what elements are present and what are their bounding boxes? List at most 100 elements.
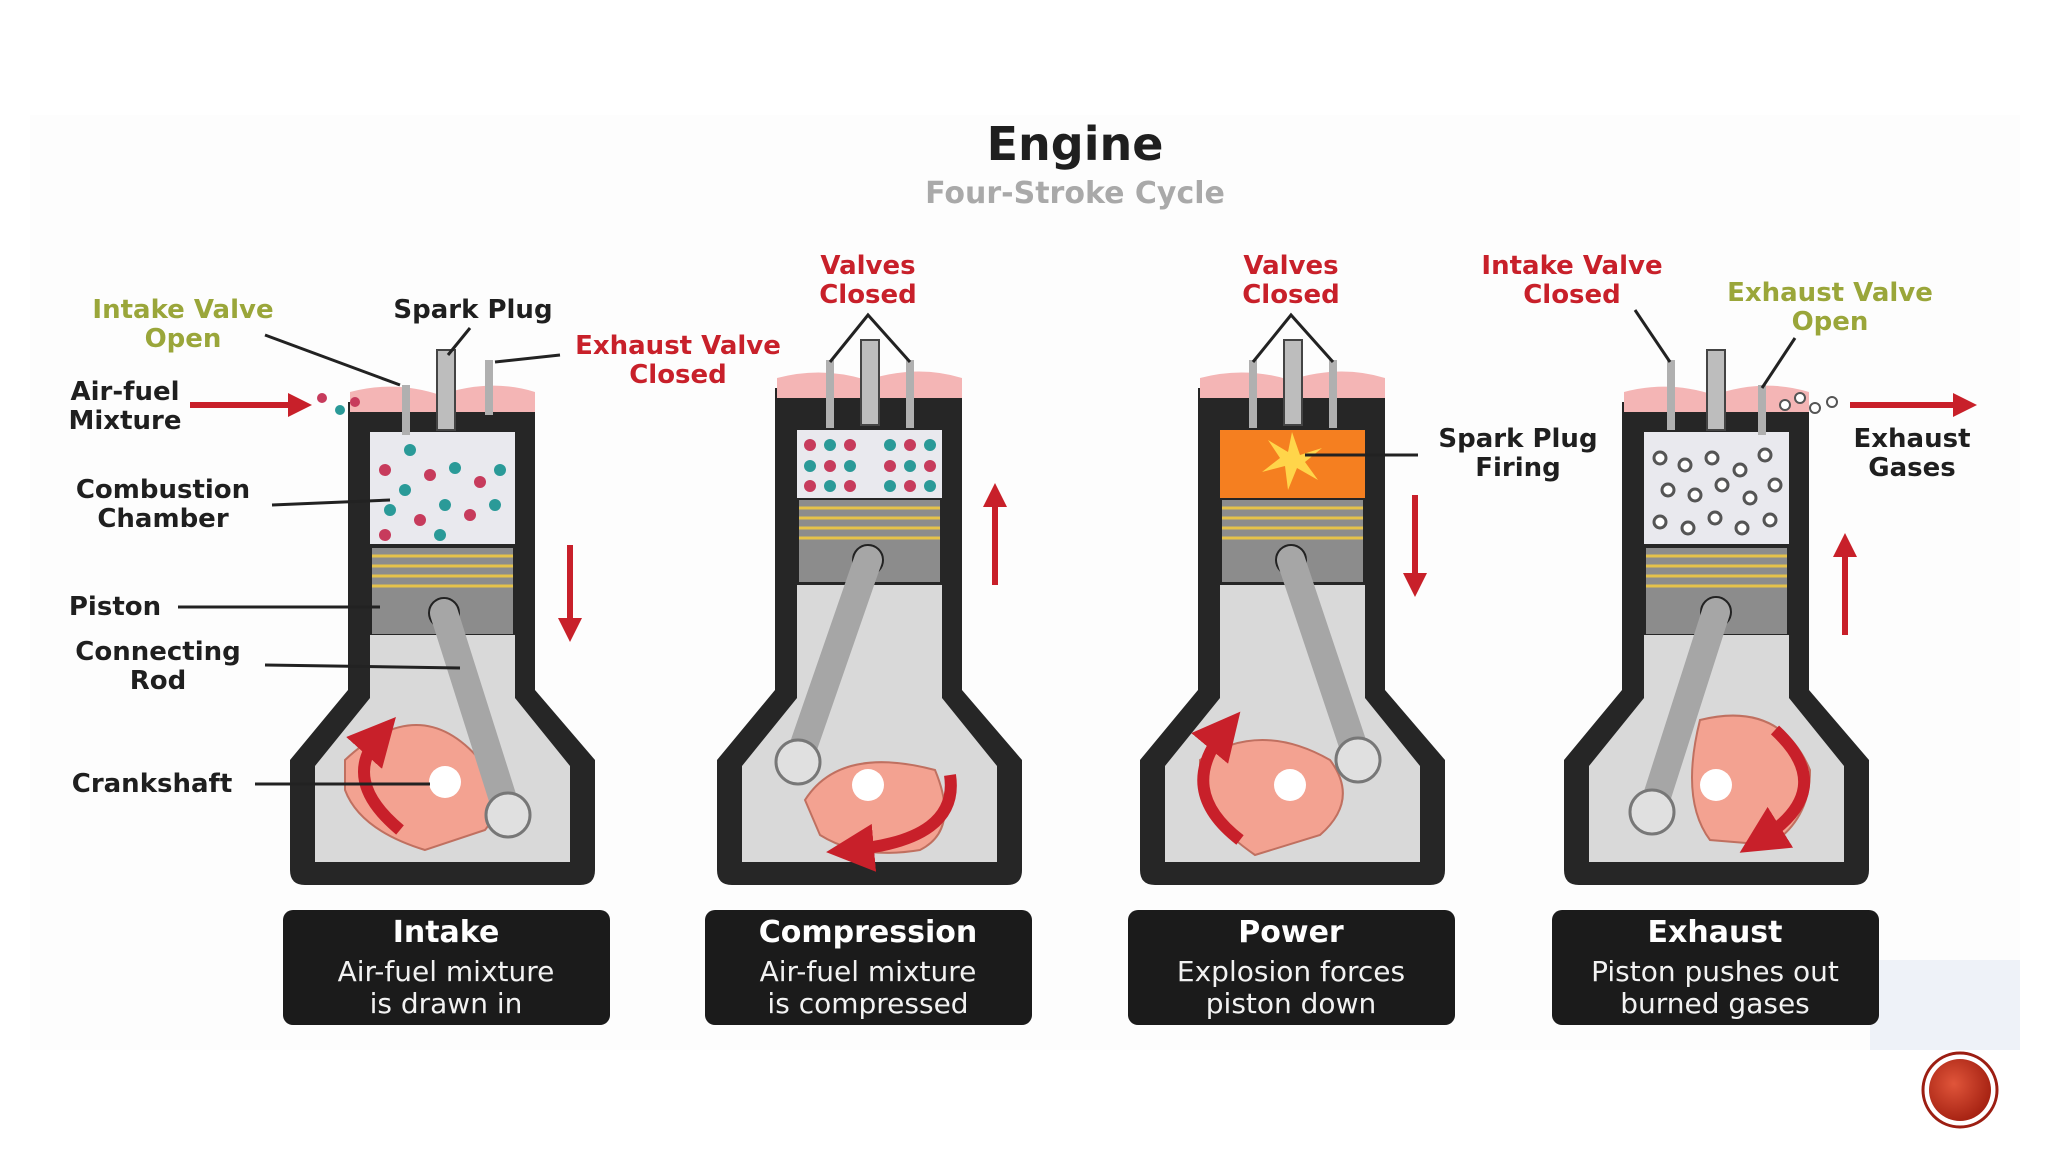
stroke-desc-line1: Air-fuel mixture [760, 955, 977, 988]
rotation-arrow [826, 774, 957, 872]
piston-rings [1222, 506, 1363, 540]
piston-rings [1646, 554, 1787, 588]
label-exhaust-valve-closed-1: Exhaust Valve [575, 331, 781, 361]
stroke-desc-line2: is compressed [767, 987, 968, 1020]
diagram-subtitle: Four-Stroke Cycle [925, 176, 1225, 211]
spark-plug [436, 349, 456, 431]
leader-valves-3 [1251, 312, 1335, 363]
label-exhaust-valve-open-2: Open [1792, 307, 1869, 337]
combustion-chamber [370, 432, 515, 544]
stroke-desc-line2: piston down [1206, 987, 1376, 1020]
stroke-name: Compression [759, 915, 977, 950]
connecting-rod [430, 599, 522, 829]
engine-intake: Intake Air-fuel mixture is drawn in [283, 349, 610, 1025]
diagram-title: Engine [987, 117, 1164, 171]
label-valves-closed-2-b: Closed [819, 280, 917, 310]
crank-pin [774, 738, 822, 786]
slide-nav-button[interactable] [1921, 1051, 1999, 1129]
intake-valve [826, 360, 834, 428]
exhaust-valve [1758, 385, 1766, 435]
connecting-rod [784, 546, 882, 776]
incoming-particles [317, 393, 360, 415]
crank-center [852, 769, 884, 801]
spark-plug [860, 339, 880, 426]
label-rod-2: Rod [130, 666, 187, 696]
label-rod-1: Connecting [75, 637, 240, 667]
label-valves-closed-3-b: Closed [1242, 280, 1340, 310]
image-panel-shade [1870, 960, 2020, 1050]
label-combustion-2: Chamber [97, 504, 228, 534]
connecting-rod [1277, 546, 1372, 774]
label-valves-closed-3-a: Valves [1243, 251, 1338, 281]
label-exhaust-valve-closed-2: Closed [629, 360, 727, 390]
spark-flash [1262, 432, 1322, 490]
label-exhaust-gases-1: Exhaust [1854, 424, 1971, 454]
spark-plug [1706, 349, 1726, 431]
stroke-name: Intake [393, 915, 500, 950]
record-icon [1929, 1059, 1991, 1121]
leader-combustion [271, 498, 391, 507]
combustion-chamber [797, 430, 942, 498]
stroke-desc-line1: Explosion forces [1177, 955, 1405, 988]
label-exhaust-valve-open-1: Exhaust Valve [1727, 278, 1933, 308]
stroke-box-power [1128, 910, 1455, 1025]
label-intake-valve-closed-2: Closed [1523, 280, 1621, 310]
label-spark-plug: Spark Plug [393, 295, 552, 325]
label-intake-valve-open-1: Intake Valve [92, 295, 273, 325]
label-exhaust-gases-2: Gases [1868, 453, 1955, 483]
piston-rings [799, 506, 940, 540]
crank-pin [1334, 736, 1382, 784]
exhaust-valve [906, 360, 914, 428]
label-crankshaft: Crankshaft [72, 769, 233, 799]
leader-rod [264, 663, 461, 670]
leader-spark-plug [446, 327, 472, 356]
stroke-box-intake [283, 910, 610, 1025]
leader-intake-valve [264, 333, 401, 387]
burned-gas-particles [1652, 447, 1783, 536]
rotation-arrow [1191, 711, 1244, 845]
stroke-desc-line1: Piston pushes out [1591, 955, 1839, 988]
exhaust-valve [485, 360, 493, 415]
leader-valves-2 [828, 312, 912, 363]
stroke-name: Power [1238, 915, 1344, 950]
intake-valve [1667, 360, 1675, 430]
exhaust-valve [1329, 360, 1337, 428]
outgoing-gas-particles [1779, 392, 1838, 414]
crank-center [1274, 769, 1306, 801]
engine-exhaust: Exhaust Piston pushes out burned gases [1552, 349, 1879, 1025]
stroke-desc-line1: Air-fuel mixture [338, 955, 555, 988]
rotation-arrow [1739, 725, 1811, 853]
label-combustion-1: Combustion [76, 475, 250, 505]
piston-rings [372, 554, 513, 588]
label-intake-valve-open-2: Open [145, 324, 222, 354]
label-intake-valve-closed-1: Intake Valve [1481, 251, 1662, 281]
spark-plug [1283, 339, 1303, 426]
compressed-particles [804, 439, 936, 492]
label-spark-firing-2: Firing [1475, 453, 1561, 483]
stroke-desc-line2: burned gases [1620, 987, 1810, 1020]
connecting-rod [1638, 598, 1730, 826]
label-piston: Piston [69, 592, 161, 622]
leader-exhaust-valve [494, 353, 561, 364]
engine-power: Power Explosion forces piston down [1128, 339, 1455, 1025]
leader-exhaust-valve-open [1760, 337, 1797, 389]
air-fuel-particles [379, 444, 506, 541]
stroke-name: Exhaust [1648, 915, 1783, 950]
intake-valve [402, 385, 410, 435]
stroke-box-exhaust [1552, 910, 1879, 1025]
crank-center [429, 766, 461, 798]
crank-pin [484, 791, 532, 839]
rotation-arrow [346, 717, 404, 835]
label-valves-closed-2-a: Valves [820, 251, 915, 281]
crank-center [1700, 769, 1732, 801]
label-air-fuel-1: Air-fuel [70, 377, 179, 407]
label-air-fuel-2: Mixture [69, 406, 182, 436]
engine-compression: Compression Air-fuel mixture is compress… [705, 339, 1032, 1025]
leader-intake-valve-closed [1633, 309, 1672, 363]
crank-pin [1628, 788, 1676, 836]
stroke-desc-line2: is drawn in [370, 987, 523, 1020]
label-spark-firing-1: Spark Plug [1438, 424, 1597, 454]
stroke-box-compression [705, 910, 1032, 1025]
intake-valve [1249, 360, 1257, 428]
